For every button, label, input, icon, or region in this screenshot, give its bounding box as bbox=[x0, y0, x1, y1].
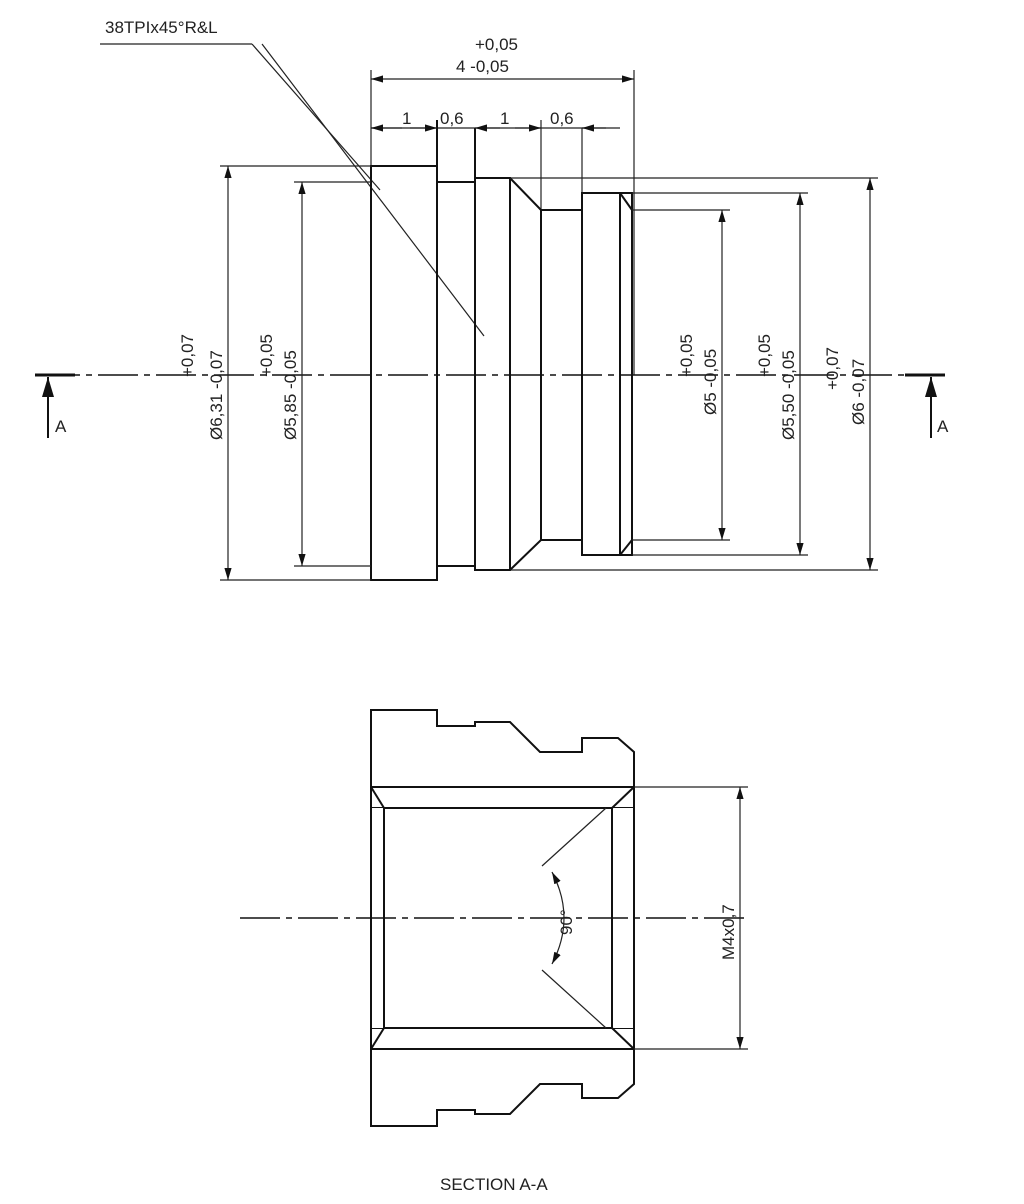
dia-5-85-value: Ø5,85 -0,05 bbox=[281, 350, 300, 440]
dia-5-85-upper: +0,05 bbox=[257, 334, 276, 377]
thread-label: M4x0,7 bbox=[719, 904, 738, 960]
groove bbox=[581, 192, 633, 556]
segment-dim-3: 1 bbox=[500, 109, 509, 128]
section-marker-left: A bbox=[35, 373, 75, 438]
thread-section bbox=[474, 177, 511, 571]
section-label-right: A bbox=[937, 417, 949, 436]
dia-6-value: Ø6 -0,07 bbox=[849, 359, 868, 425]
thread-note-leader: 38TPIx45°R&L bbox=[100, 18, 485, 337]
dia-6-31-upper: +0,07 bbox=[178, 334, 197, 377]
segment-dim-2: 0,6 bbox=[440, 109, 464, 128]
dia-5-50-upper: +0,05 bbox=[755, 334, 774, 377]
dia-5-50-value: Ø5,50 -0,05 bbox=[779, 350, 798, 440]
overall-length-value: 4 -0,05 bbox=[456, 57, 509, 76]
dia-6-upper: +0,07 bbox=[823, 347, 842, 390]
segment-dim-1: 1 bbox=[402, 109, 411, 128]
overall-length-tolerance: +0,05 bbox=[475, 35, 518, 54]
dia-5-upper: +0,05 bbox=[677, 334, 696, 377]
dia-6-31-value: Ø6,31 -0,07 bbox=[207, 350, 226, 440]
thread-note: 38TPIx45°R&L bbox=[105, 18, 218, 37]
section-view: 90° M4x0,7 SECTION A-A bbox=[240, 709, 748, 1194]
section-label-left: A bbox=[55, 417, 67, 436]
segment-dim-4: 0,6 bbox=[550, 109, 574, 128]
section-marker-right: A bbox=[905, 373, 949, 438]
top-view: 38TPIx45°R&L +0,05 4 -0,05 1 0,6 1 0,6 bbox=[35, 18, 949, 581]
dia-5-value: Ø5 -0,05 bbox=[701, 349, 720, 415]
angle-label: 90° bbox=[557, 909, 576, 935]
flange-section bbox=[370, 165, 438, 581]
section-title: SECTION A-A bbox=[440, 1175, 548, 1194]
